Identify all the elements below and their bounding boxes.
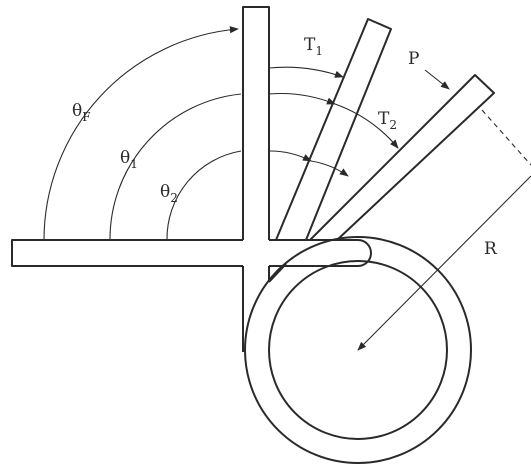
- radius-arrow: [357, 175, 531, 351]
- label-p: P: [408, 49, 419, 69]
- label-theta-2: θ2: [160, 182, 178, 205]
- die-inner-circle: [268, 260, 448, 440]
- arc-t2-inner: [310, 160, 349, 177]
- strip-t1: [275, 18, 392, 241]
- die-outer-circle: [244, 236, 472, 464]
- label-theta-f: θF: [72, 101, 91, 124]
- horizontal-strip: [11, 239, 372, 267]
- arc-t1-outer: [268, 66, 344, 78]
- vertical-strip: [242, 6, 270, 240]
- label-t1: T1: [304, 35, 323, 58]
- dashed-extension: [481, 109, 531, 166]
- label-theta-1: θ1: [120, 148, 138, 171]
- label-r: R: [484, 239, 498, 259]
- p-arrow: [424, 69, 450, 90]
- arc-t1-mid: [268, 92, 336, 105]
- arc-t2-mid: [334, 103, 399, 149]
- arc-theta-2: [166, 150, 242, 241]
- strip-t2: [309, 74, 495, 241]
- arc-theta-f: [43, 26, 239, 241]
- arc-t1-inner: [268, 150, 312, 162]
- label-t2: T2: [378, 109, 397, 132]
- arc-theta-1: [109, 93, 242, 241]
